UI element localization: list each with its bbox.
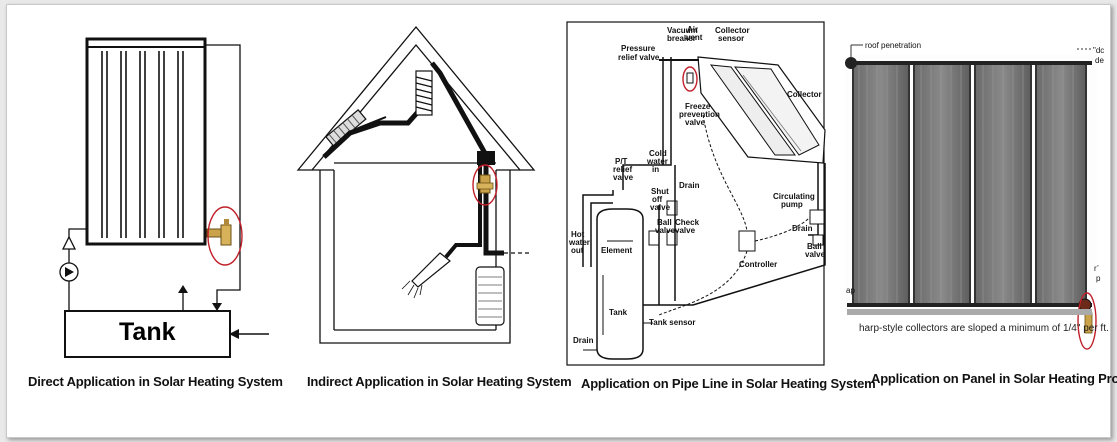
panel-roof: roof penetration "dc de ap r’ p harp-sty… (837, 5, 1117, 435)
caption-panel: Application on Panel in Solar Heating Pr… (871, 371, 1117, 386)
caption-pipeline: Application on Pipe Line in Solar Heatin… (581, 376, 876, 391)
collector-tubes (101, 51, 184, 238)
label-drain2: Drain (792, 224, 813, 233)
label-valve3: valve (650, 203, 671, 212)
collector-panels (852, 62, 1087, 306)
direct-diagram (59, 37, 269, 358)
label-prevention: prevention (679, 110, 720, 119)
label-cold: Cold (649, 149, 667, 158)
label-vent: vent (686, 33, 703, 42)
label-tank-sensor: Tank sensor (649, 318, 696, 327)
label-air: Air (687, 25, 698, 34)
label-top-right-2: de (1095, 56, 1104, 65)
label-freeze: Freeze (685, 102, 711, 111)
tank-label: Tank (119, 318, 176, 346)
label-relief: relief (613, 165, 632, 174)
controller (738, 230, 756, 252)
label-off: off (652, 195, 663, 204)
label-circulating: Circulating (773, 192, 815, 201)
label-top-right-1: "dc (1093, 46, 1104, 55)
label-valve4: valve (655, 226, 676, 235)
pipeline-diagram: Vacuum breaker Air vent Collector sensor… (566, 21, 826, 366)
label-ball: Ball (657, 218, 672, 227)
label-drain3: Drain (573, 336, 594, 345)
label-water: water (646, 157, 668, 166)
label-check: Check (675, 218, 700, 227)
tank (596, 208, 644, 360)
highlight-ring (1077, 292, 1097, 350)
caption-indirect: Indirect Application in Solar Heating Sy… (307, 374, 572, 389)
panel-indirect: Indirect Application in Solar Heating Sy… (290, 5, 572, 435)
label-out: out (571, 246, 584, 255)
label-valve6: valve (805, 250, 826, 259)
panel-pipeline: Vacuum breaker Air vent Collector sensor… (563, 5, 876, 435)
roof-diagram: roof penetration "dc de ap r’ p (845, 41, 1104, 350)
panel-direct: Tank Direct Application in Solar Heating… (7, 5, 287, 435)
label-valve: valve (685, 118, 706, 127)
label-roof-penetration: roof penetration (865, 41, 921, 50)
label-water2: water (568, 238, 590, 247)
collector-frame (85, 37, 207, 246)
panel-note: harp-style collectors are sloped a minim… (859, 323, 1109, 334)
label-vacuum: Vacuum (667, 26, 698, 35)
label-controller: Controller (739, 260, 777, 269)
left-connection (845, 57, 857, 69)
label-pump: pump (781, 200, 803, 209)
highlight-ring (472, 164, 498, 206)
label-left-mark: ap (846, 286, 855, 295)
junction-box (477, 151, 495, 165)
label-ball2: Ball (807, 242, 822, 251)
label-right-mark-2: p (1096, 274, 1101, 283)
shower-icon (411, 252, 451, 288)
label-in: in (652, 165, 659, 174)
label-right-mark: r’ (1094, 264, 1099, 273)
label-collector: Collector (787, 90, 822, 99)
tank (64, 310, 231, 358)
label-collector-sensor-1: Collector (715, 26, 750, 35)
pump-icon (809, 209, 825, 225)
label-tank: Tank (609, 308, 628, 317)
label-pressure: Pressure (621, 44, 656, 53)
figure-frame: Tank Direct Application in Solar Heating… (6, 4, 1117, 438)
label-valve2: valve (613, 173, 634, 182)
storage-tank (475, 266, 505, 326)
highlight-ring (682, 66, 698, 92)
indirect-diagram (296, 25, 536, 344)
label-valve5: valve (675, 226, 696, 235)
label-hot: Hot (571, 230, 585, 239)
caption-direct: Direct Application in Solar Heating Syst… (28, 374, 283, 389)
label-collector-sensor-2: sensor (718, 34, 744, 43)
label-pt: P/T (615, 157, 628, 166)
label-element: Element (601, 246, 632, 255)
label-relief-valve: relief valve (618, 53, 660, 62)
label-breaker: breaker (667, 34, 696, 43)
label-shut: Shut (651, 187, 669, 196)
label-drain1: Drain (679, 181, 700, 190)
highlight-ring (207, 206, 243, 266)
